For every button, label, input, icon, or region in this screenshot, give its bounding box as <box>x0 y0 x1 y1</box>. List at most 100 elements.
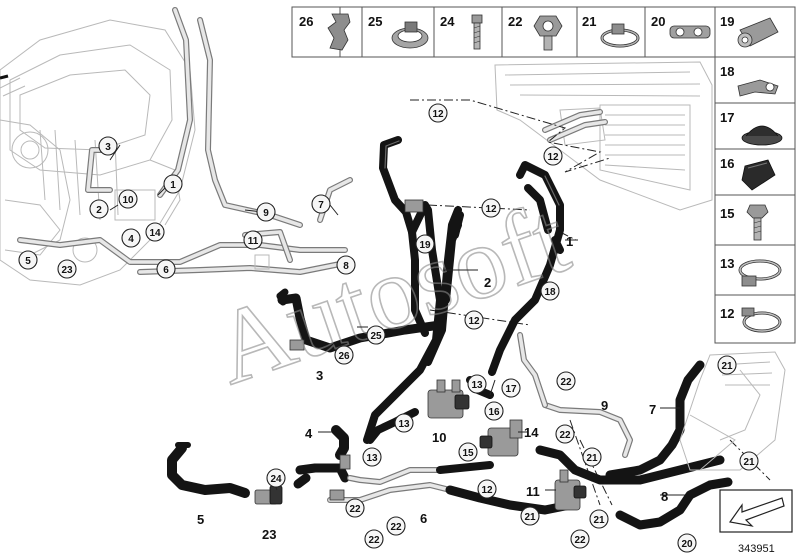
callout-21b: 21 <box>582 447 602 467</box>
callout-5: 5 <box>18 250 38 270</box>
callout-20: 20 <box>677 533 697 553</box>
label-1: 1 <box>566 234 573 249</box>
svg-text:2: 2 <box>96 205 102 216</box>
legend-num-21: 21 <box>582 14 596 29</box>
label-5: 5 <box>197 512 204 527</box>
callout-8: 8 <box>336 255 356 275</box>
svg-text:6: 6 <box>163 265 169 276</box>
spring-clamp-icon <box>741 307 782 333</box>
screw-icon <box>746 204 769 241</box>
label-11: 11 <box>526 484 540 499</box>
callout-12d: 12 <box>464 310 484 330</box>
grommet-icon <box>741 125 783 146</box>
callout-6: 6 <box>156 259 176 279</box>
legend-num-15: 15 <box>720 206 734 221</box>
svg-text:13: 13 <box>366 453 378 464</box>
valve-11 <box>554 469 587 511</box>
svg-text:12: 12 <box>432 109 444 120</box>
bracket-23 <box>254 485 283 505</box>
legend-num-18: 18 <box>720 64 734 79</box>
svg-text:25: 25 <box>370 331 382 342</box>
label-3: 3 <box>316 368 323 383</box>
svg-text:10: 10 <box>122 195 134 206</box>
svg-text:16: 16 <box>488 407 500 418</box>
callout-14: 14 <box>145 222 165 242</box>
svg-text:24: 24 <box>270 474 282 485</box>
callout-11: 11 <box>243 230 263 250</box>
svg-text:13: 13 <box>398 419 410 430</box>
callout-4: 4 <box>121 228 141 248</box>
bracket-clip-icon <box>737 79 779 97</box>
svg-text:22: 22 <box>559 430 571 441</box>
valve-10 <box>427 379 470 419</box>
svg-text:1: 1 <box>170 180 176 191</box>
svg-text:3: 3 <box>105 142 111 153</box>
callout-19: 19 <box>415 234 435 254</box>
pump-14 <box>479 419 523 457</box>
svg-text:21: 21 <box>593 515 605 526</box>
svg-text:12: 12 <box>468 316 480 327</box>
callout-1: 1 <box>163 174 183 194</box>
svg-text:21: 21 <box>524 512 536 523</box>
svg-text:22: 22 <box>390 522 402 533</box>
svg-text:13: 13 <box>471 380 483 391</box>
callout-21e: 21 <box>589 509 609 529</box>
rubber-cap-icon <box>741 159 776 191</box>
legend-num-22: 22 <box>508 14 522 29</box>
callout-25: 25 <box>366 325 386 345</box>
svg-text:11: 11 <box>248 236 259 247</box>
svg-text:15: 15 <box>462 448 474 459</box>
svg-text:22: 22 <box>349 504 361 515</box>
legend-num-19: 19 <box>720 14 734 29</box>
svg-text:26: 26 <box>338 351 350 362</box>
callout-21c: 21 <box>739 451 759 471</box>
svg-text:5: 5 <box>25 256 31 267</box>
svg-text:18: 18 <box>544 287 556 298</box>
svg-text:12: 12 <box>481 485 493 496</box>
legend-top-row: 26 25 24 22 21 20 19 <box>291 6 796 58</box>
callout-21a: 21 <box>717 355 737 375</box>
diagram-id: 343951 <box>738 543 775 555</box>
callout-9: 9 <box>256 202 276 222</box>
heater-valve-illustration <box>679 351 786 471</box>
svg-text:22: 22 <box>574 535 586 546</box>
callout-22f: 22 <box>570 529 590 549</box>
callout-10: 10 <box>118 189 138 209</box>
svg-text:4: 4 <box>128 234 134 245</box>
svg-text:22: 22 <box>368 535 380 546</box>
callout-18: 18 <box>540 281 560 301</box>
label-2: 2 <box>484 275 491 290</box>
hose-clamp-icon <box>600 23 640 48</box>
callout-21d: 21 <box>520 506 540 526</box>
label-7: 7 <box>649 402 656 417</box>
svg-text:9: 9 <box>263 208 269 219</box>
legend-num-16: 16 <box>720 156 734 171</box>
legend-num-17: 17 <box>720 110 734 125</box>
callout-22b: 22 <box>555 424 575 444</box>
label-23: 23 <box>262 527 276 542</box>
legend-num-20: 20 <box>651 14 665 29</box>
grommet-nut-icon <box>737 17 779 48</box>
callout-15: 15 <box>458 442 478 462</box>
callout-24: 24 <box>266 468 286 488</box>
label-6: 6 <box>420 511 427 526</box>
callout-13a: 13 <box>467 374 487 394</box>
svg-text:23: 23 <box>61 265 73 276</box>
legend-num-26: 26 <box>299 14 313 29</box>
callout-12e: 12 <box>477 479 497 499</box>
heater-unit-illustration <box>494 61 713 211</box>
callout-22d: 22 <box>386 516 406 536</box>
callout-17: 17 <box>501 378 521 398</box>
legend-num-24: 24 <box>440 14 455 29</box>
legend-right-column: 18 17 16 15 13 12 <box>714 56 796 344</box>
callout-16: 16 <box>484 401 504 421</box>
callout-12b: 12 <box>543 146 563 166</box>
bolt-icon <box>471 14 483 50</box>
callout-2: 2 <box>89 199 109 219</box>
engine-illustration <box>0 19 196 286</box>
callout-13b: 13 <box>394 413 414 433</box>
svg-text:7: 7 <box>318 200 324 211</box>
label-8: 8 <box>661 489 668 504</box>
legend-num-25: 25 <box>368 14 382 29</box>
